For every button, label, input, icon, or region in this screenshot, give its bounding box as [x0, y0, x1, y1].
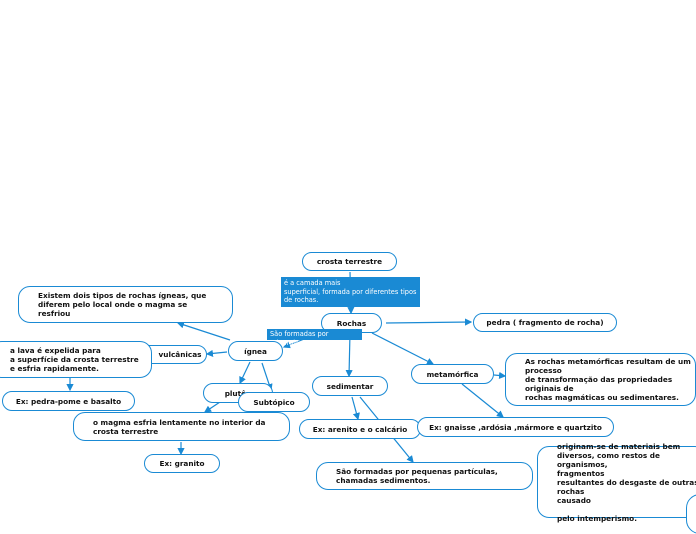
- node-rochas-label: Rochas: [336, 318, 367, 328]
- edge-metamorfica-desc: [493, 371, 507, 380]
- node-sedimentos[interactable]: São formadas por pequenas partículas, ch…: [316, 462, 533, 490]
- node-pedra[interactable]: pedra ( fragmento de rocha): [473, 313, 617, 332]
- node-magma[interactable]: o magma esfria lentamente no interior da…: [73, 412, 290, 441]
- node-plutonicas-label: plutôn: [224, 388, 252, 398]
- node-magma-label: o magma esfria lentamente no interior da…: [93, 417, 266, 436]
- node-crosta-terrestre[interactable]: crosta terrestre: [302, 252, 397, 271]
- node-met-desc[interactable]: As rochas metamórficas resultam de um pr…: [505, 353, 696, 406]
- node-met-desc-label: As rochas metamórficas resultam de um pr…: [525, 357, 691, 402]
- node-ex-granito[interactable]: Ex: granito: [144, 454, 220, 473]
- node-ex-arenito[interactable]: Ex: arenito e o calcário: [299, 419, 421, 439]
- node-vulcanicas-label: vulcânicas: [158, 350, 202, 359]
- node-subtopico[interactable]: Subtópico: [238, 392, 310, 412]
- node-metamorfica-label: metamórfica: [426, 369, 479, 379]
- node-pedra-label: pedra ( fragmento de rocha): [486, 318, 604, 327]
- node-tipos-igneas[interactable]: Existem dois tipos de rochas ígneas, que…: [18, 286, 233, 323]
- node-ignea[interactable]: ígnea: [228, 341, 283, 361]
- edge-plutonicas-magma: [204, 401, 221, 413]
- node-sedimentar[interactable]: sedimentar: [312, 376, 388, 396]
- node-metamorfica[interactable]: metamórfica: [411, 364, 494, 384]
- node-sedimentar-label: sedimentar: [326, 381, 374, 391]
- edge-rochas-sedimentar: [345, 332, 353, 378]
- node-crosta-terrestre-label: crosta terrestre: [316, 257, 383, 266]
- node-ignea-label: ígnea: [244, 346, 267, 356]
- node-ex-granito-label: Ex: granito: [159, 459, 205, 468]
- node-ex-pedra-pome[interactable]: Ex: pedra-pome e basalto: [2, 391, 135, 411]
- node-origem-label: originam-se de materiais bem diversos, c…: [557, 441, 696, 523]
- node-rochas[interactable]: Rochas: [321, 313, 382, 333]
- node-ex-gnaisse[interactable]: Ex: gnaisse ,ardósia ,mármore e quartzit…: [417, 417, 614, 437]
- edge-rochas-metamorfica: [371, 332, 435, 365]
- edge-rochas-pedra: [385, 318, 473, 326]
- edge-ignea-vulcanicas: [205, 349, 228, 357]
- edge-ignea-tipos: [176, 321, 231, 341]
- node-ex-arenito-label: Ex: arenito e o calcário: [312, 424, 408, 434]
- node-origem[interactable]: originam-se de materiais bem diversos, c…: [537, 442, 696, 523]
- edge-sedimentar-arenito: [351, 396, 360, 421]
- node-partial-offscreen[interactable]: [686, 494, 696, 534]
- note-minerais: São formadas por minerais: [267, 329, 362, 347]
- node-subtopico-label: Subtópico: [253, 397, 295, 407]
- node-ex-gnaisse-label: Ex: gnaisse ,ardósia ,mármore e quartzit…: [429, 422, 602, 432]
- node-tipos-igneas-label: Existem dois tipos de rochas ígneas, que…: [38, 291, 207, 318]
- edge-metamorfica-gnaisse: [461, 383, 504, 418]
- edge-ignea-plutonicas: [239, 361, 251, 385]
- node-lava-label: a lava é expelida para a superfície da c…: [10, 346, 139, 373]
- node-sedimentos-label: São formadas por pequenas partículas, ch…: [336, 467, 498, 485]
- note-camada: é a camada mais superficial, formada por…: [281, 277, 420, 307]
- node-ex-pedra-pome-label: Ex: pedra-pome e basalto: [15, 396, 122, 406]
- node-lava[interactable]: a lava é expelida para a superfície da c…: [0, 341, 152, 378]
